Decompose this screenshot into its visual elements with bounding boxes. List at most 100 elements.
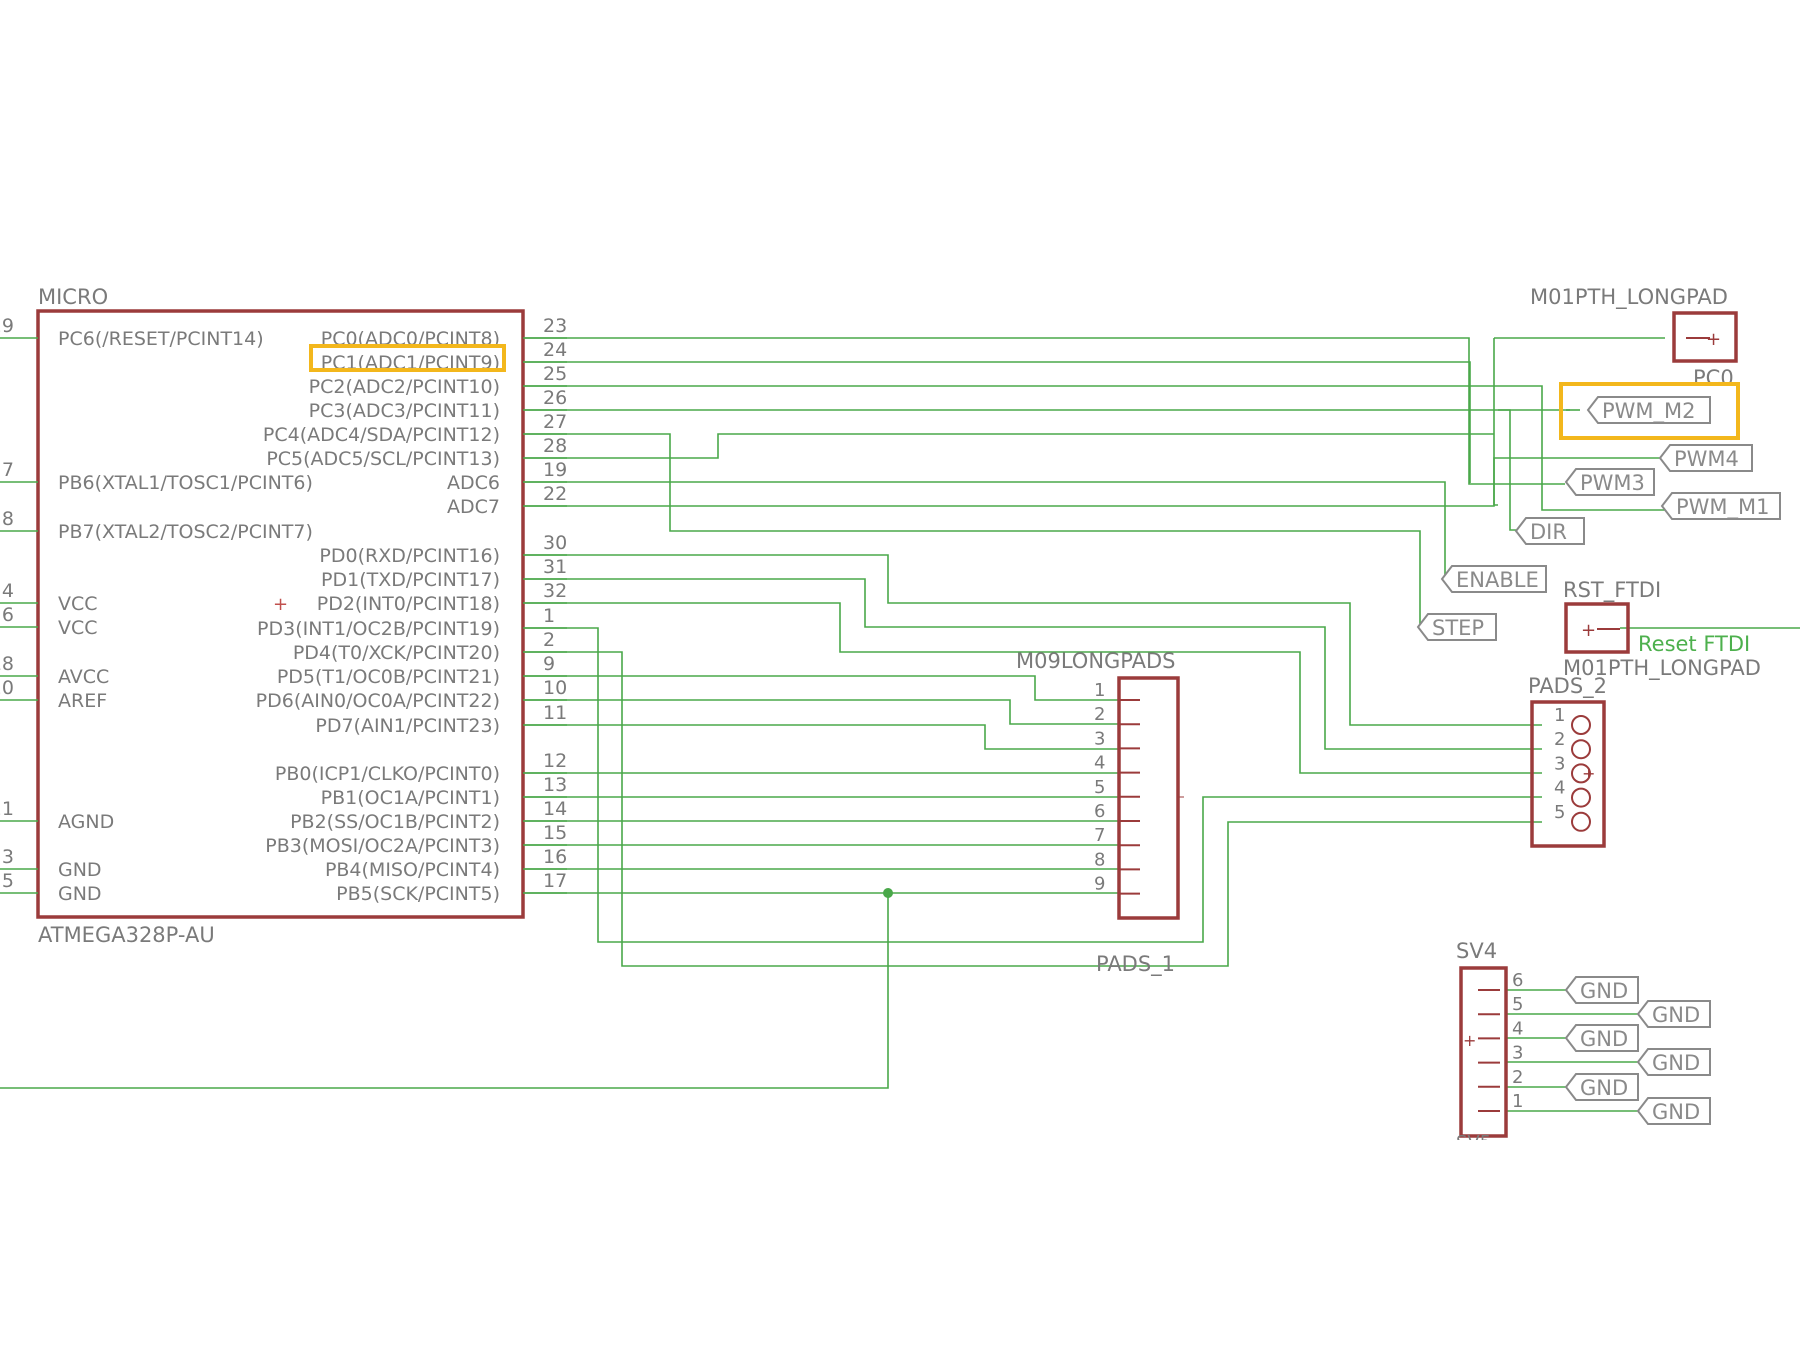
micro-right-pin-name: PB4(MISO/PCINT4) [325, 859, 500, 881]
wire-pd1 [525, 578, 1542, 750]
wire-pd2 [525, 602, 1542, 774]
micro-right-pin-name: PD5(T1/OC0B/PCINT21) [277, 666, 500, 688]
m09-pin-number: 3 [1094, 728, 1105, 749]
sv4-title: SV4 [1456, 939, 1497, 963]
micro-right-pin-name: PD2(INT0/PCINT18) [317, 593, 500, 615]
micro-left-pin-number: 8 [2, 508, 14, 530]
micro-right-pin-name: PC5(ADC5/SCL/PCINT13) [266, 448, 500, 470]
micro-right-pin-number: 12 [543, 750, 567, 772]
wire-pc1 [525, 337, 1665, 506]
wires [0, 337, 1800, 1112]
micro-right-pin-name: PB1(OC1A/PCINT1) [321, 787, 500, 809]
wire-pc2 [525, 385, 1665, 511]
micro-right-pins: 23PC0(ADC0/PCINT8)24PC1(ADC1/PCINT9)25PC… [256, 315, 568, 905]
wire-pd5 [525, 675, 1120, 701]
m01-top-plus: + [1706, 329, 1721, 350]
sv4-pin-number: 5 [1512, 994, 1523, 1015]
pads2-pin-number: 3 [1554, 753, 1565, 774]
sv4-body [1459, 966, 1508, 1138]
pads2-pin-pad [1571, 787, 1591, 808]
wire-pc0 [525, 337, 1565, 485]
micro-right-pin-number: 31 [543, 556, 567, 578]
net-label-text: PWM_M1 [1676, 495, 1770, 520]
pads2-body [1530, 700, 1606, 848]
micro-left-pin-name: AGND [58, 811, 114, 833]
micro-left-pin-number: 4 [2, 580, 14, 602]
micro-plus-mark: + [273, 594, 288, 615]
rst-plus: + [1581, 620, 1596, 641]
wire-pd7 [525, 724, 1120, 750]
wire-adc7 [525, 457, 1665, 507]
micro-right-pin-number: 19 [543, 459, 567, 481]
wire-pc4 [525, 433, 1421, 627]
junction-dot [883, 888, 893, 898]
micro-left-pin-number: 7 [2, 459, 14, 481]
net-label-flag [1660, 492, 1781, 520]
micro-right-pin-name: PC4(ADC4/SDA/PCINT12) [263, 424, 500, 446]
m09-pin-number: 1 [1094, 680, 1105, 701]
m09-pin-number: 5 [1094, 777, 1105, 798]
highlight-pc1 [309, 344, 506, 372]
net-label-flag [1564, 468, 1655, 496]
micro-right-pin-number: 26 [543, 387, 567, 409]
rst-part: M01PTH_LONGPAD [1563, 656, 1761, 681]
micro-right-pin-name: PD4(T0/XCK/PCINT20) [293, 642, 500, 664]
micro-right-pin-number: 32 [543, 580, 567, 602]
micro-right-pin-name: ADC7 [447, 496, 500, 518]
gnd-label-text: GND [1652, 1003, 1700, 1027]
sv4-name: SV5 [1456, 1132, 1491, 1153]
micro-right-pin-number: 28 [543, 435, 567, 457]
net-label-text: PWM3 [1580, 471, 1645, 495]
m01-top-title: M01PTH_LONGPAD [1530, 285, 1728, 310]
micro-left-pin-name: VCC [58, 617, 98, 639]
micro-right-pin-name: PD3(INT1/OC2B/PCINT19) [257, 618, 500, 640]
pads2-pin-pad [1571, 739, 1591, 760]
rst-net-label: Reset FTDI [1638, 632, 1750, 656]
micro-right-pin-name: PD1(TXD/PCINT17) [321, 569, 500, 591]
m09-body [1117, 676, 1180, 920]
net-label-text: PWM_M2 [1602, 399, 1696, 424]
net-label-flag [1514, 517, 1585, 545]
micro-right-pin-name: PB0(ICP1/CLKO/PCINT0) [275, 763, 500, 785]
micro-left-pin-name: PB6(XTAL1/TOSC1/PCINT6) [58, 472, 313, 494]
micro-right-pin-number: 24 [543, 339, 567, 361]
pads2-title: PADS_2 [1528, 674, 1607, 699]
m09-pin-number: 6 [1094, 801, 1105, 822]
micro-body [36, 309, 525, 919]
micro-left-pin-number: 20 [0, 677, 14, 699]
micro-left-pin-number: 6 [2, 604, 14, 626]
micro-right-pin-name: PB3(MOSI/OC2A/PCINT3) [265, 835, 500, 857]
gnd-label-flag [1564, 976, 1639, 1004]
gnd-label-flag [1564, 1024, 1639, 1052]
gnd-label-text: GND [1652, 1100, 1700, 1124]
micro-right-pin-number: 22 [543, 483, 567, 505]
micro-left-pin-number: 3 [2, 846, 14, 868]
rst-title: RST_FTDI [1563, 578, 1661, 603]
micro-right-pin-name: PD7(AIN1/PCINT23) [315, 715, 500, 737]
gnd-label-text: GND [1580, 1027, 1628, 1051]
micro-left-pin-name: AVCC [58, 666, 109, 688]
micro-right-pin-number: 10 [543, 677, 567, 699]
net-label-text: STEP [1432, 616, 1484, 640]
m09-title: M09LONGPADS [1016, 649, 1176, 673]
micro-right-pin-number: 30 [543, 532, 567, 554]
m09-name: PADS_1 [1096, 952, 1175, 977]
sv4-pin-number: 2 [1512, 1067, 1523, 1088]
wire-pc5 [525, 433, 1494, 459]
m09-pin-number: 4 [1094, 753, 1105, 774]
micro-right-pin-name: PB2(SS/OC1B/PCINT2) [290, 811, 500, 833]
micro-right-pin-name: PD6(AIN0/OC0A/PCINT22) [256, 690, 500, 712]
m09-pin-number: 2 [1094, 704, 1105, 725]
sv4-pin-number: 1 [1512, 1091, 1523, 1112]
micro-right-pin-number: 1 [543, 605, 555, 627]
net-label-text: DIR [1530, 520, 1567, 544]
gnd-label-text: GND [1652, 1051, 1700, 1075]
gnd-label-flag [1636, 1097, 1711, 1125]
micro-right-pin-name: PC3(ADC3/PCINT11) [309, 400, 500, 422]
m09-pin-number: 9 [1094, 874, 1105, 895]
